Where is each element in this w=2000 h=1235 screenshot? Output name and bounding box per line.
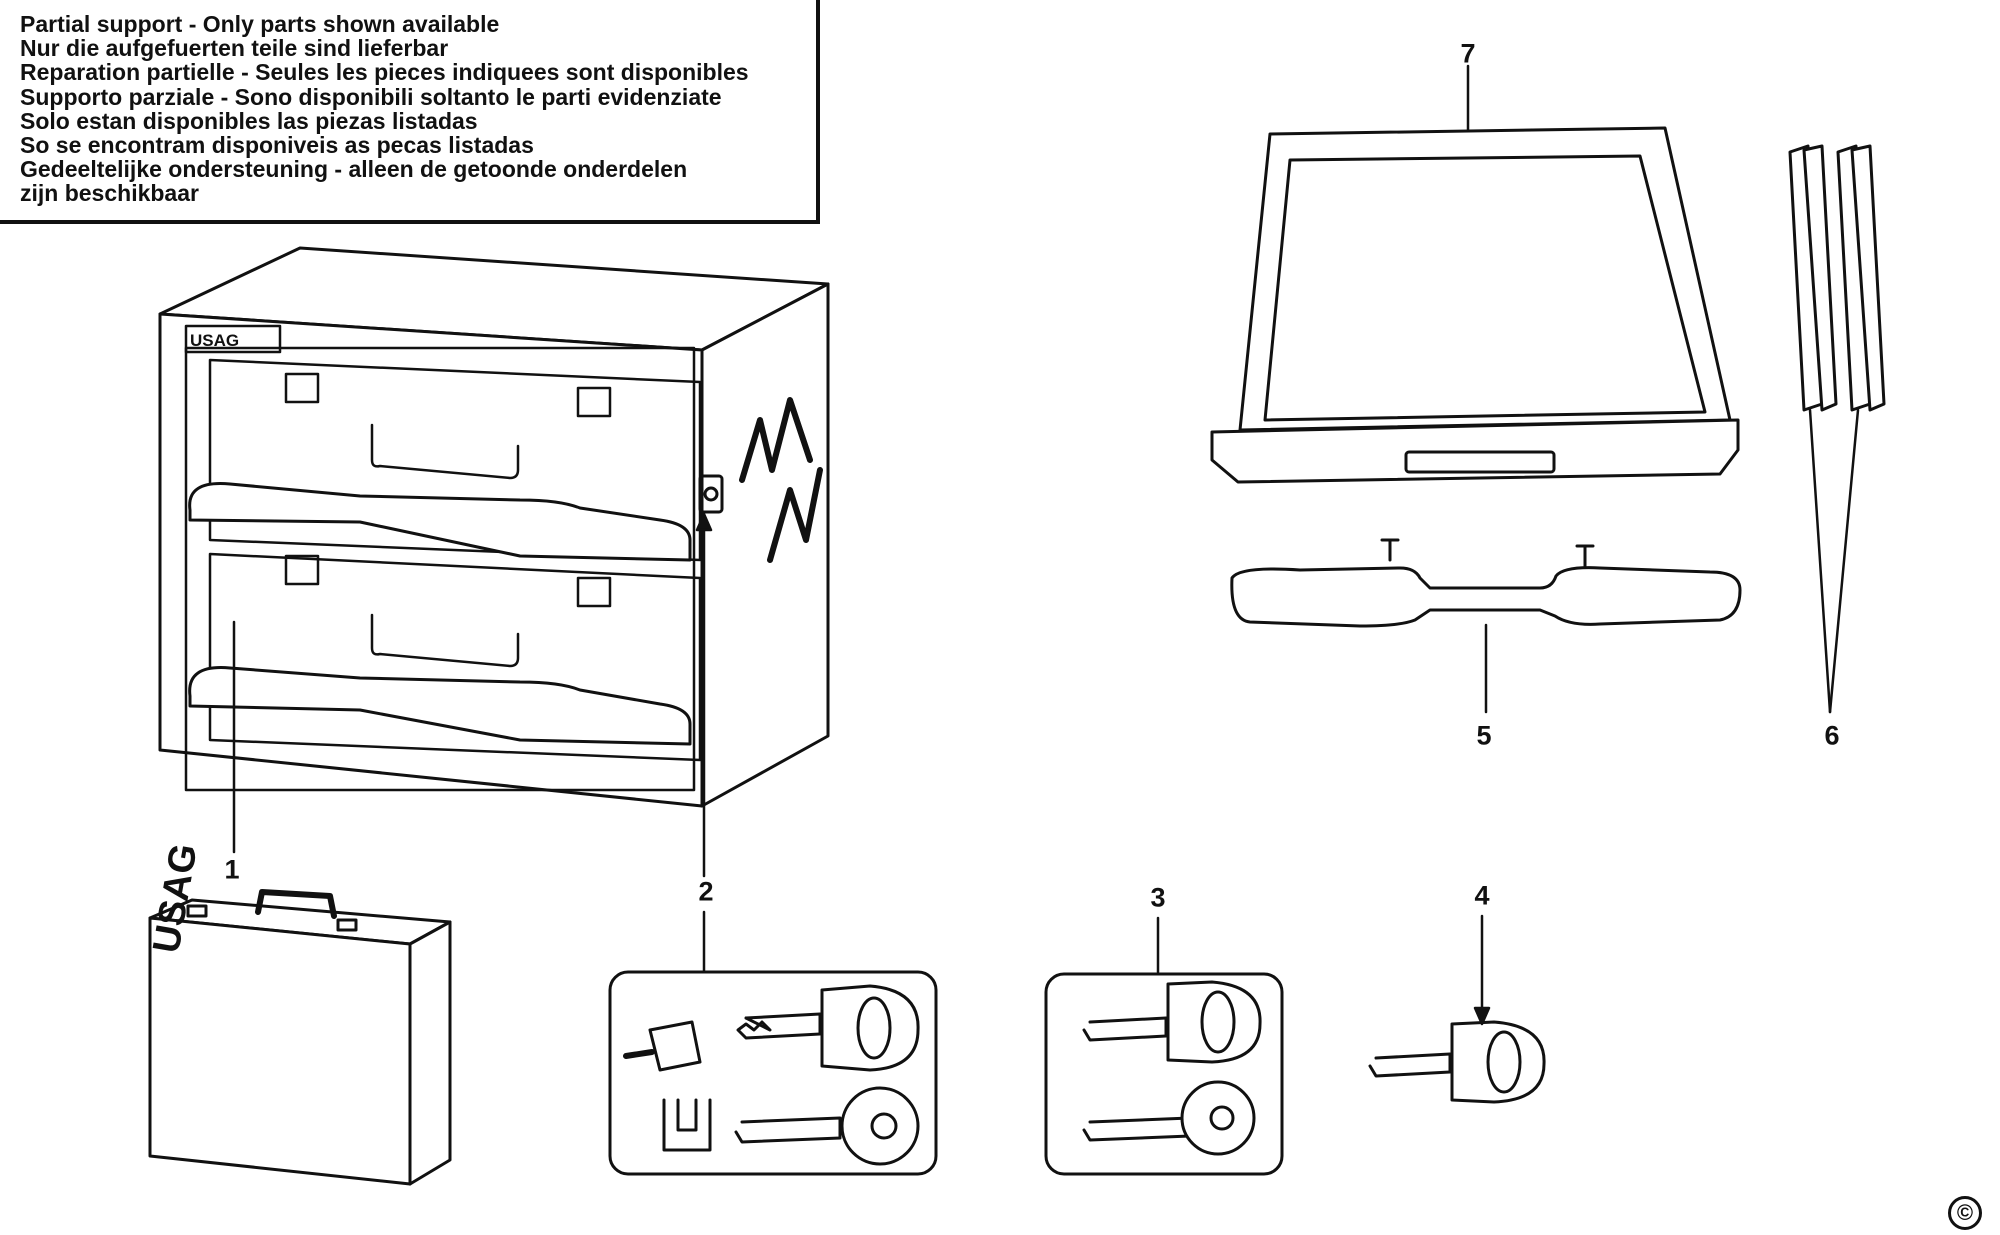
notice-line: Supporto parziale - Sono disponibili sol…: [20, 83, 722, 110]
part-label-3: 3: [1150, 882, 1166, 913]
part-1-carrying-case: USAG: [145, 841, 452, 1186]
part-6-drawer-slides: [1788, 144, 1886, 412]
part-label-5: 5: [1476, 720, 1492, 751]
notice-line: So se encontram disponiveis as pecas lis…: [20, 132, 534, 159]
part-2-lock-kit: [608, 970, 938, 1176]
copyright-mark: ©: [1948, 1196, 1982, 1230]
notice-line: Partial support - Only parts shown avail…: [20, 11, 500, 37]
cabinet-logo: USAG: [190, 331, 239, 350]
part-label-4: 4: [1474, 880, 1490, 911]
notice-line: Solo estan disponibles las piezas listad…: [20, 107, 478, 134]
part-label-2: 2: [698, 876, 714, 907]
notice-line: zijn beschikbaar: [20, 180, 199, 207]
notice-line: Nur die aufgefuerten teile sind lieferba…: [20, 35, 449, 62]
part-label-6: 6: [1824, 720, 1840, 751]
partial-support-notice: Partial support - Only parts shown avail…: [0, 0, 820, 224]
part-label-1: 1: [224, 854, 240, 885]
part-7-drawer: [1210, 126, 1740, 484]
part-3-key-set: [1044, 972, 1284, 1176]
part-label-7: 7: [1460, 38, 1476, 69]
part-5-handle: [1230, 538, 1742, 628]
notice-line: Gedeeltelijke ondersteuning - alleen de …: [20, 156, 688, 183]
notice-line: Reparation partielle - Seules les pieces…: [20, 59, 749, 86]
part-4-key: [1368, 1020, 1546, 1104]
leader-lines: [232, 64, 1860, 1026]
cabinet-assembly: USAG: [158, 246, 830, 808]
